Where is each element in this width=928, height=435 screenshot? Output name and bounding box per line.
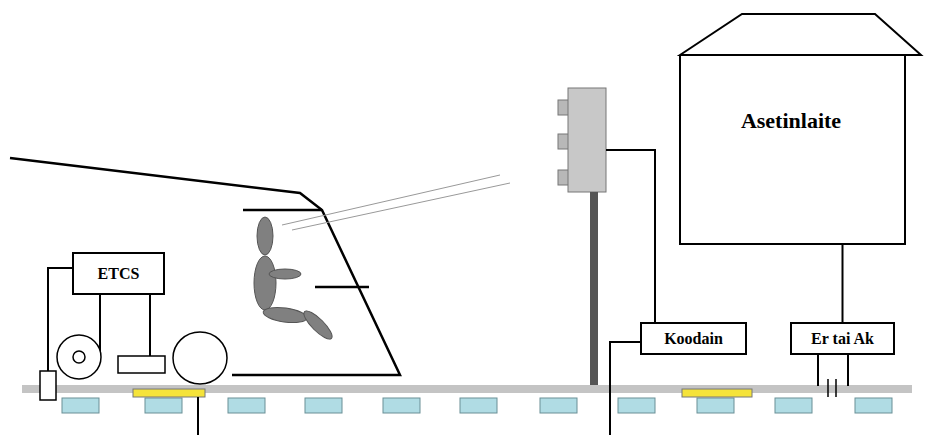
cab-desk xyxy=(315,286,369,289)
wire xyxy=(606,150,655,322)
driver-figure xyxy=(254,217,336,343)
sleepers xyxy=(62,398,892,413)
wire xyxy=(610,342,640,435)
wire xyxy=(149,295,151,356)
odometer xyxy=(73,351,85,363)
sleeper xyxy=(460,398,497,413)
sleeper xyxy=(540,398,577,413)
node-label: Er tai Ak xyxy=(811,330,874,348)
sight-line xyxy=(282,175,500,225)
wheel xyxy=(173,332,227,384)
balise xyxy=(133,389,205,397)
interlocking-building: Asetinlaite xyxy=(677,13,922,245)
antenna xyxy=(118,356,165,373)
sleeper xyxy=(775,398,812,413)
signal-pole xyxy=(590,192,598,385)
insulated-joint xyxy=(835,379,837,397)
text-holder: Asetinlaite xyxy=(741,108,841,134)
sleeper xyxy=(697,398,734,413)
sleeper xyxy=(855,398,892,413)
sleeper xyxy=(228,398,265,413)
cable xyxy=(197,397,199,435)
track-circuit-box: Er tai Ak xyxy=(790,322,895,355)
sleeper xyxy=(383,398,420,413)
sleeper xyxy=(305,398,342,413)
cab-roof xyxy=(243,209,322,212)
text-holder: Koodain xyxy=(664,330,723,348)
text-holder: Er tai Ak xyxy=(811,330,874,348)
coder-box: Koodain xyxy=(640,322,747,355)
insulated-joint xyxy=(827,379,829,397)
signal-head xyxy=(568,88,606,192)
sleeper xyxy=(145,398,182,413)
sleeper xyxy=(618,398,655,413)
sight-line xyxy=(292,183,510,230)
node-label: Koodain xyxy=(664,330,723,348)
connector xyxy=(842,244,843,322)
etcs-box: ETCS xyxy=(72,252,165,295)
sleeper xyxy=(62,398,99,413)
balise xyxy=(682,389,752,397)
text-holder: ETCS xyxy=(98,265,140,283)
node-label: ETCS xyxy=(98,265,140,283)
wire xyxy=(817,355,819,386)
wire xyxy=(847,355,849,386)
node-label: Asetinlaite xyxy=(741,108,841,134)
wheel xyxy=(57,335,101,379)
sensor xyxy=(40,371,56,400)
